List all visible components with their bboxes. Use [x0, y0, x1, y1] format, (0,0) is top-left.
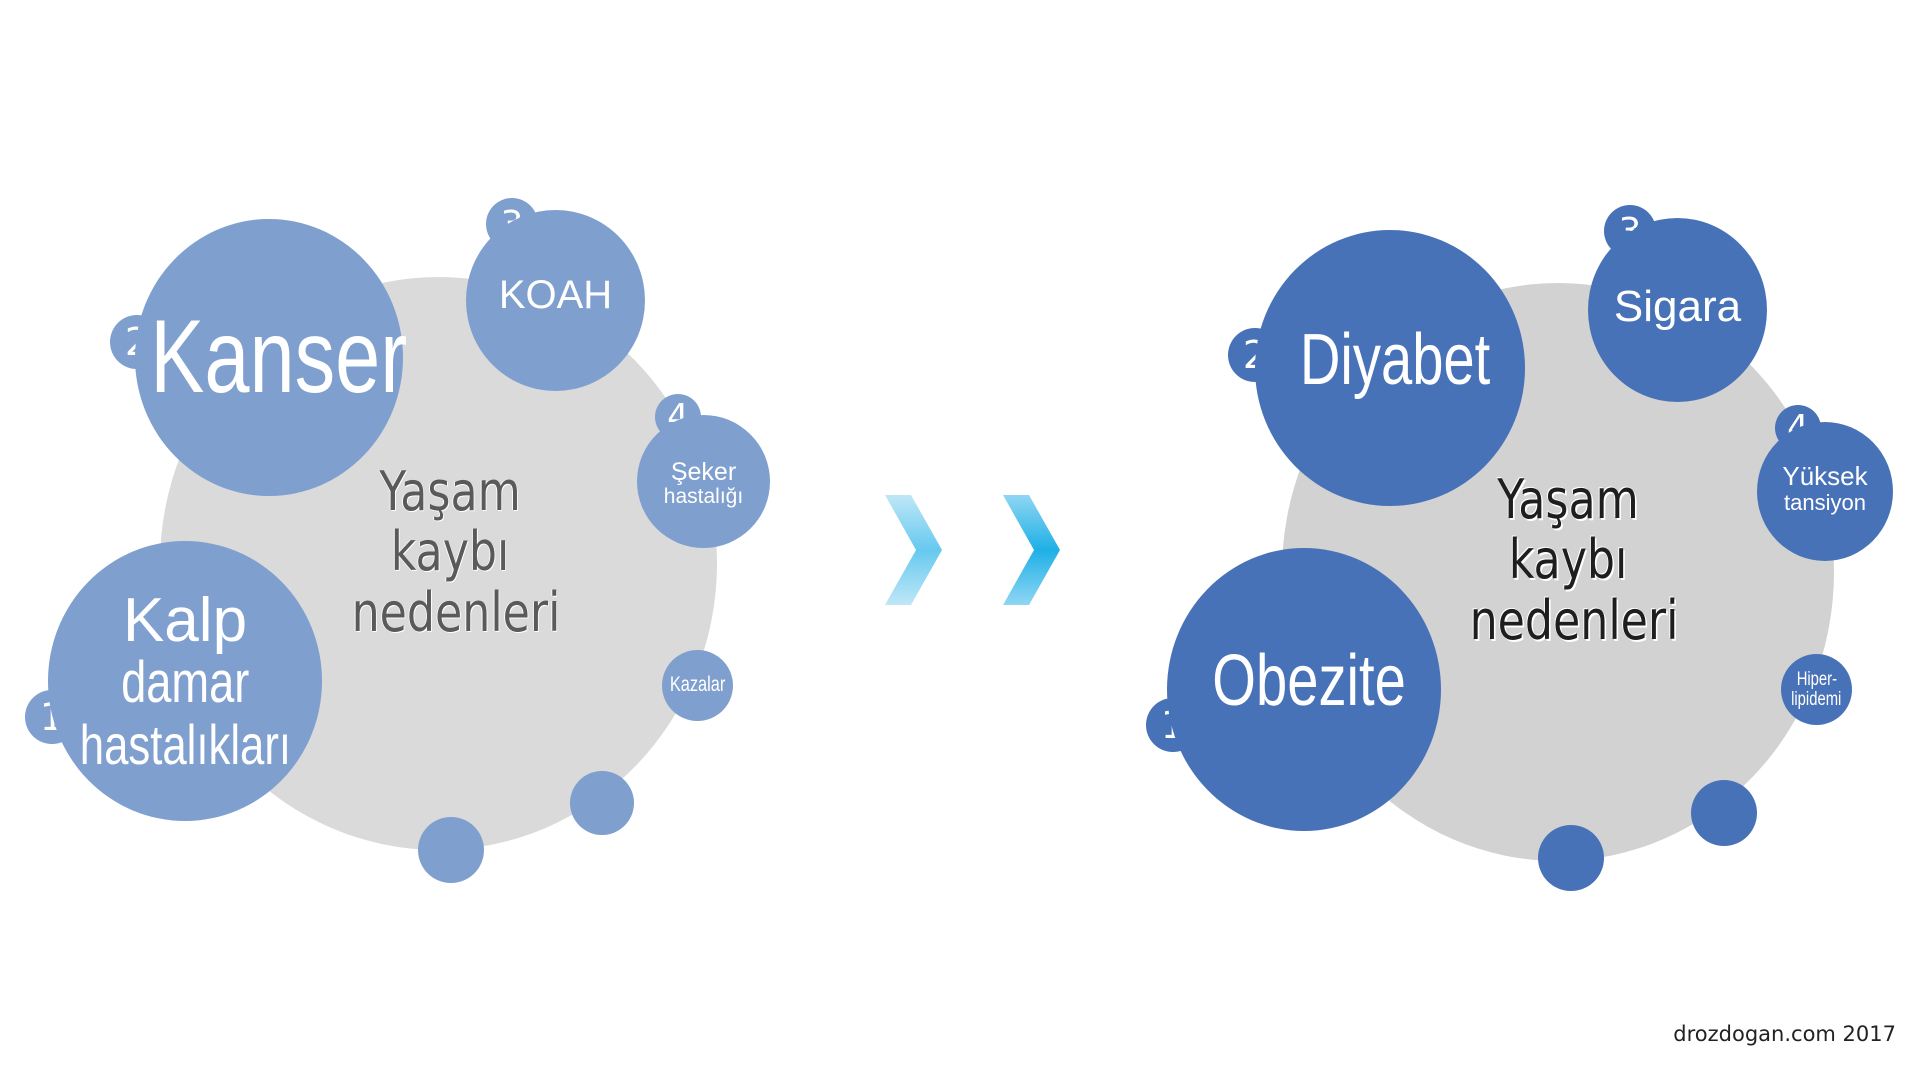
left-bubble-kazalar: Kazalar — [662, 650, 733, 721]
right-bubble-sigara-label: Sigara — [1613, 281, 1742, 331]
right-bubble-diyabet: Diyabet — [1255, 230, 1525, 506]
right-bubble-yuksek-label-1: Yüksek — [1782, 461, 1868, 492]
left-bubble-seker-label-1: Şeker — [670, 458, 737, 487]
left-bubble-kalp: Kalp damar hastalıkları — [48, 541, 322, 821]
left-bubble-koah-label: KOAH — [498, 272, 613, 317]
right-bubble-hiper-label-2: lipidemi — [1791, 688, 1842, 710]
left-empty-bubble-1 — [570, 771, 634, 835]
left-center-line-3: nedenleri — [351, 580, 561, 644]
left-bubble-kazalar-label: Kazalar — [669, 673, 726, 697]
right-center-line-1: Yaşam — [1497, 468, 1639, 531]
left-bubble-koah: KOAH — [466, 210, 645, 391]
left-bubble-kanser: Kanser — [135, 219, 408, 496]
left-center-line-2: kaybı — [390, 520, 510, 584]
right-bubble-hiperlipidemi: Hiper- lipidemi — [1781, 654, 1852, 725]
left-center-title: Yaşam kaybı nedenleri — [351, 460, 561, 644]
right-bubble-yuksek-label-2: tansiyon — [1784, 489, 1866, 515]
left-bubble-kalp-label-2: damar — [120, 649, 250, 715]
left-bubble-seker: Şeker hastalığı — [637, 415, 770, 548]
footer-credit: drozdogan.com 2017 — [1673, 1022, 1896, 1046]
right-center-line-2: kaybı — [1508, 528, 1628, 592]
right-center-title: Yaşam kaybı nedenleri — [1469, 468, 1679, 652]
left-bubble-kanser-label: Kanser — [150, 298, 408, 415]
right-bubble-sigara: Sigara — [1588, 218, 1767, 402]
right-bubble-obezite-label: Obezite — [1212, 640, 1406, 721]
right-bubble-diyabet-label: Diyabet — [1299, 320, 1491, 401]
left-bubble-kalp-label-1: Kalp — [122, 585, 248, 655]
right-bubble-hiper-label-1: Hiper- — [1796, 668, 1837, 690]
left-bubble-seker-label-2: hastalığı — [663, 484, 744, 508]
chevron-right-icon-2 — [1003, 495, 1060, 605]
right-empty-bubble-1 — [1691, 780, 1757, 846]
left-bubble-kalp-label-3: hastalıkları — [79, 712, 291, 776]
right-empty-bubble-2 — [1538, 825, 1604, 891]
right-bubble-obezite: Obezite — [1167, 548, 1441, 831]
left-empty-bubble-2 — [418, 817, 484, 883]
left-center-line-1: Yaşam — [379, 460, 521, 523]
chevron-right-icon-1 — [885, 495, 942, 605]
right-center-line-3: nedenleri — [1469, 588, 1679, 652]
right-bubble-yuksek-tansiyon: Yüksek tansiyon — [1757, 422, 1893, 561]
double-chevron-right-icon — [885, 495, 1060, 605]
